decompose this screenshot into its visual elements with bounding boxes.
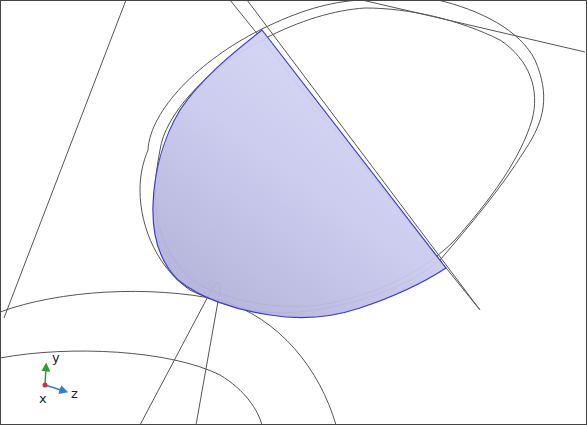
axis-label: z (71, 387, 78, 400)
axis-label: x (39, 392, 47, 405)
axis-label: y (52, 351, 60, 364)
